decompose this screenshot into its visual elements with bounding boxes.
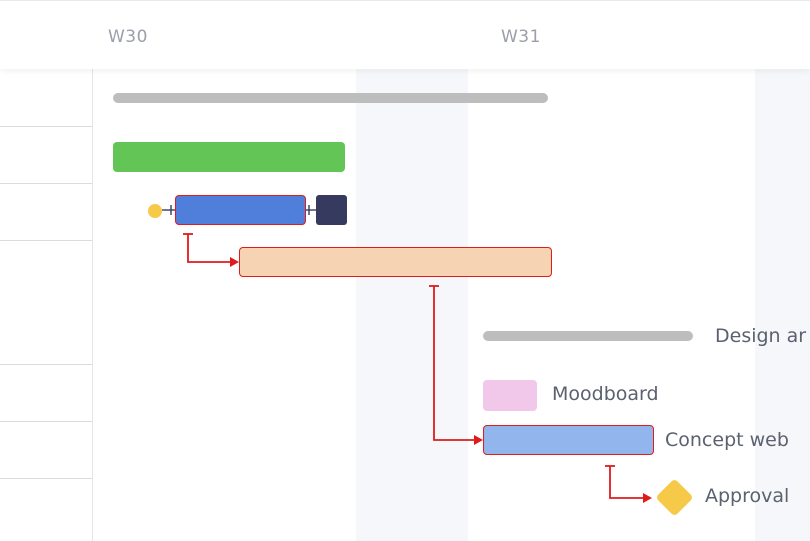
- arrow-head: [230, 257, 239, 267]
- grid-row-divider: [0, 183, 92, 184]
- grid-row-divider: [0, 478, 92, 479]
- arrow-head: [474, 435, 483, 445]
- grid-row-divider: [0, 126, 92, 127]
- moodboard-bar[interactable]: [483, 380, 537, 411]
- link-handle-dot[interactable]: [148, 204, 162, 218]
- link-tick-left: [162, 205, 175, 215]
- dependency-arrow: [183, 233, 234, 263]
- project-summary-bar[interactable]: [113, 93, 548, 103]
- approval-label: Approval: [705, 485, 790, 507]
- approval-milestone-diamond[interactable]: [655, 478, 694, 517]
- grid-row-divider: [0, 421, 92, 422]
- weekend-shade: [356, 68, 468, 541]
- grid-row-divider: [0, 240, 92, 241]
- week-label: W31: [501, 27, 541, 47]
- weekend-shade: [755, 68, 810, 541]
- task-bar-green[interactable]: [113, 142, 345, 172]
- design-group-summary-bar[interactable]: [483, 331, 693, 341]
- concept-web-bar[interactable]: [483, 425, 654, 455]
- moodboard-label: Moodboard: [552, 383, 659, 405]
- link-tick-right: [306, 205, 316, 215]
- task-grid-panel: [0, 68, 93, 541]
- arrow-head: [643, 493, 652, 503]
- dependency-arrow: [605, 465, 645, 499]
- week-label: W30: [108, 27, 148, 47]
- design-group-label: Design ar: [715, 325, 807, 347]
- task-bar-dark[interactable]: [316, 195, 347, 225]
- task-bar-peach[interactable]: [239, 247, 552, 277]
- task-bar-blue[interactable]: [175, 195, 306, 225]
- grid-row-divider: [0, 364, 92, 365]
- timeline-header: W30 W31: [0, 0, 810, 69]
- concept-web-label: Concept web: [665, 429, 789, 451]
